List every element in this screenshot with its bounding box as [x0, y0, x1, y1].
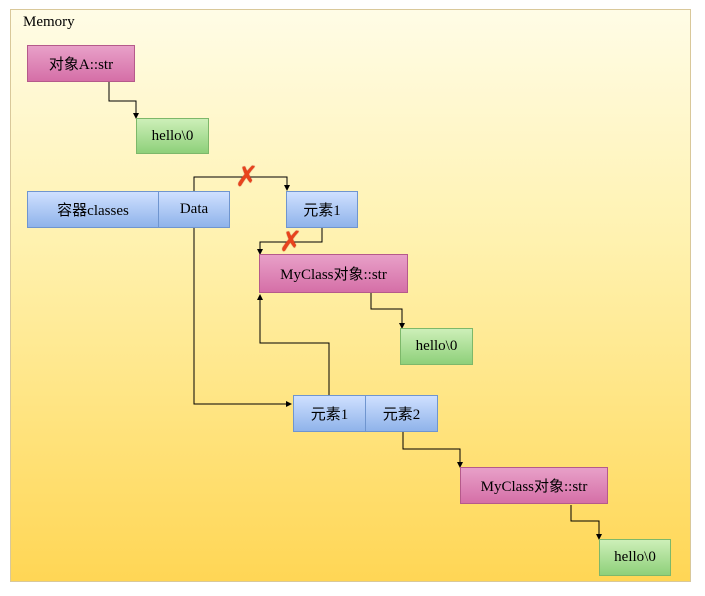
arrow-obj-a-to-hello — [108, 82, 139, 119]
new-element2-box: 元素2 — [365, 395, 438, 432]
old-element1-box: 元素1 — [286, 191, 358, 228]
arrow-data-to-old-elem1 — [193, 176, 290, 191]
myclass-str-box-2: MyClass对象::str — [460, 467, 608, 504]
arrow-myclass1-to-hello2 — [370, 293, 405, 329]
arrow-elem2-to-myclass2 — [402, 432, 463, 468]
hello-box-1: hello\0 — [136, 118, 209, 154]
myclass-str-box-1: MyClass对象::str — [259, 254, 408, 293]
arrow-myclass2-to-hello3 — [570, 505, 602, 540]
invalid-x-icon: ✗ — [279, 225, 303, 258]
hello-box-2: hello\0 — [400, 328, 473, 365]
new-element1-box: 元素1 — [293, 395, 366, 432]
invalid-x-icon: ✗ — [235, 160, 259, 193]
object-a-str-box: 对象A::str — [27, 45, 135, 82]
container-data-box: Data — [158, 191, 230, 228]
arrow-old-elem1-to-myclass — [257, 228, 323, 255]
container-classes-box: 容器classes — [27, 191, 159, 228]
hello-box-3: hello\0 — [599, 539, 671, 576]
memory-label: Memory — [23, 14, 75, 30]
arrow-new-elem1-to-myclass1 — [257, 294, 330, 395]
arrow-data-to-new-elem1 — [193, 228, 292, 407]
